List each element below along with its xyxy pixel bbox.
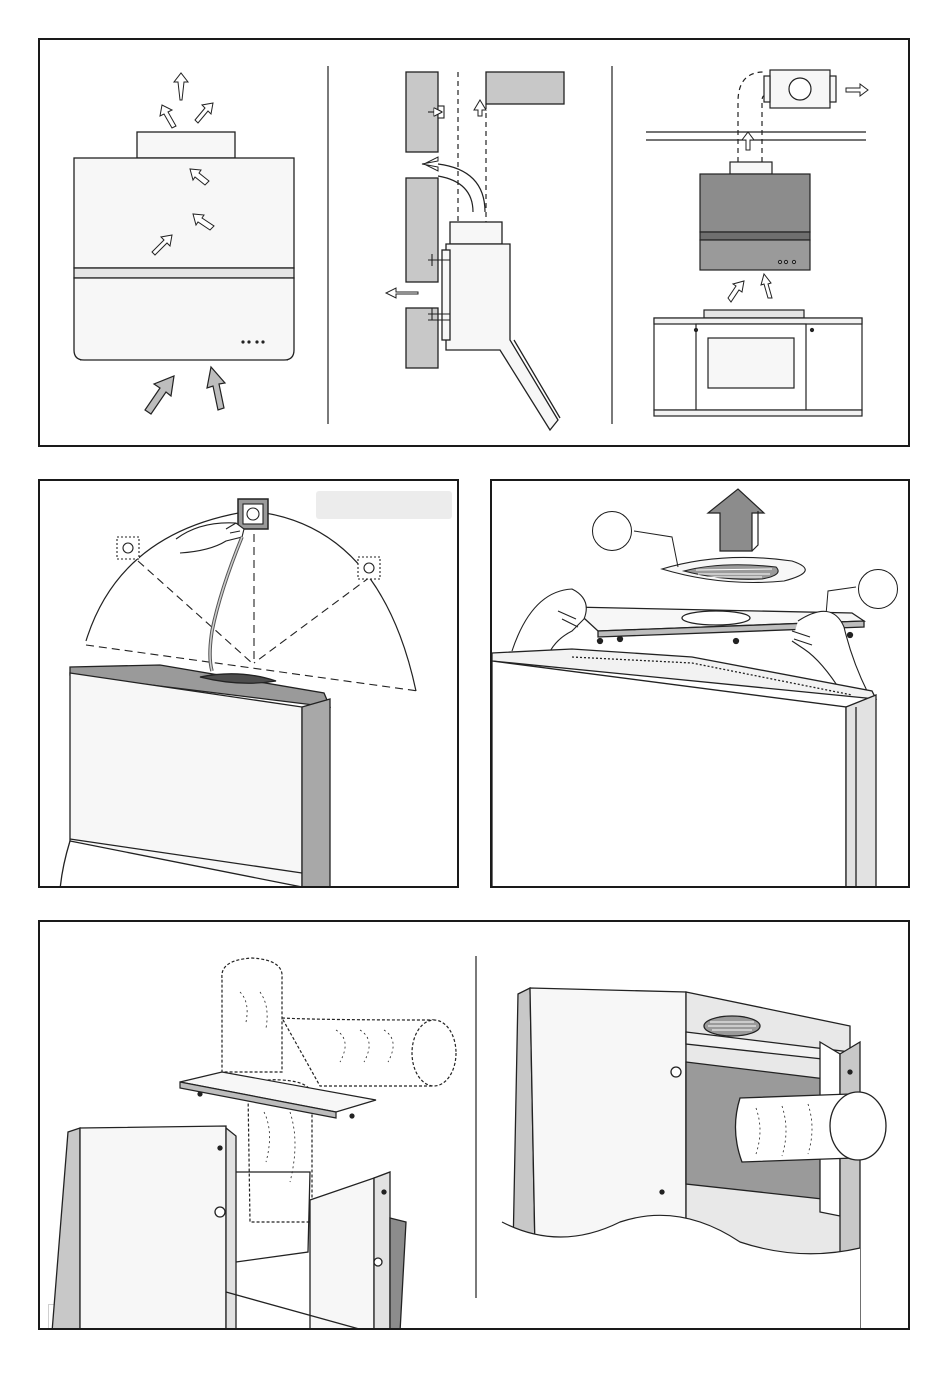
filter-grille-icon (662, 557, 805, 582)
panel-power-socket (38, 479, 459, 888)
external-motor (764, 70, 836, 108)
callout-circle (858, 569, 898, 609)
hood-box (700, 162, 810, 270)
power-socket-drawing (40, 481, 459, 888)
airflow-modes-drawing (40, 40, 910, 447)
hand-icon (176, 523, 244, 553)
airflow-arrow-icon (145, 367, 225, 414)
side-hood-profile (442, 222, 560, 430)
flexible-duct-icon (738, 72, 764, 162)
panel-remove-top-plate (490, 479, 910, 888)
hood-body (60, 665, 330, 888)
up-arrow-icon (708, 489, 764, 551)
ceiling-line (646, 132, 866, 140)
power-socket-icon (117, 499, 380, 579)
hood-body (492, 649, 876, 888)
power-cable (210, 537, 242, 671)
callout-circle (592, 511, 632, 551)
exhaust-mode-hood (74, 132, 294, 360)
flexible-duct-icon (735, 1092, 886, 1162)
callout-leader (634, 531, 678, 567)
cooker-unit (654, 310, 862, 416)
hood-body (52, 1126, 406, 1330)
panel-airflow-modes (38, 38, 910, 447)
duct-connection-drawing (40, 922, 910, 1330)
panel-duct-connection (38, 920, 910, 1330)
duct-section (438, 72, 486, 222)
callout-leader (826, 587, 856, 615)
remove-top-plate-drawing (492, 481, 910, 888)
